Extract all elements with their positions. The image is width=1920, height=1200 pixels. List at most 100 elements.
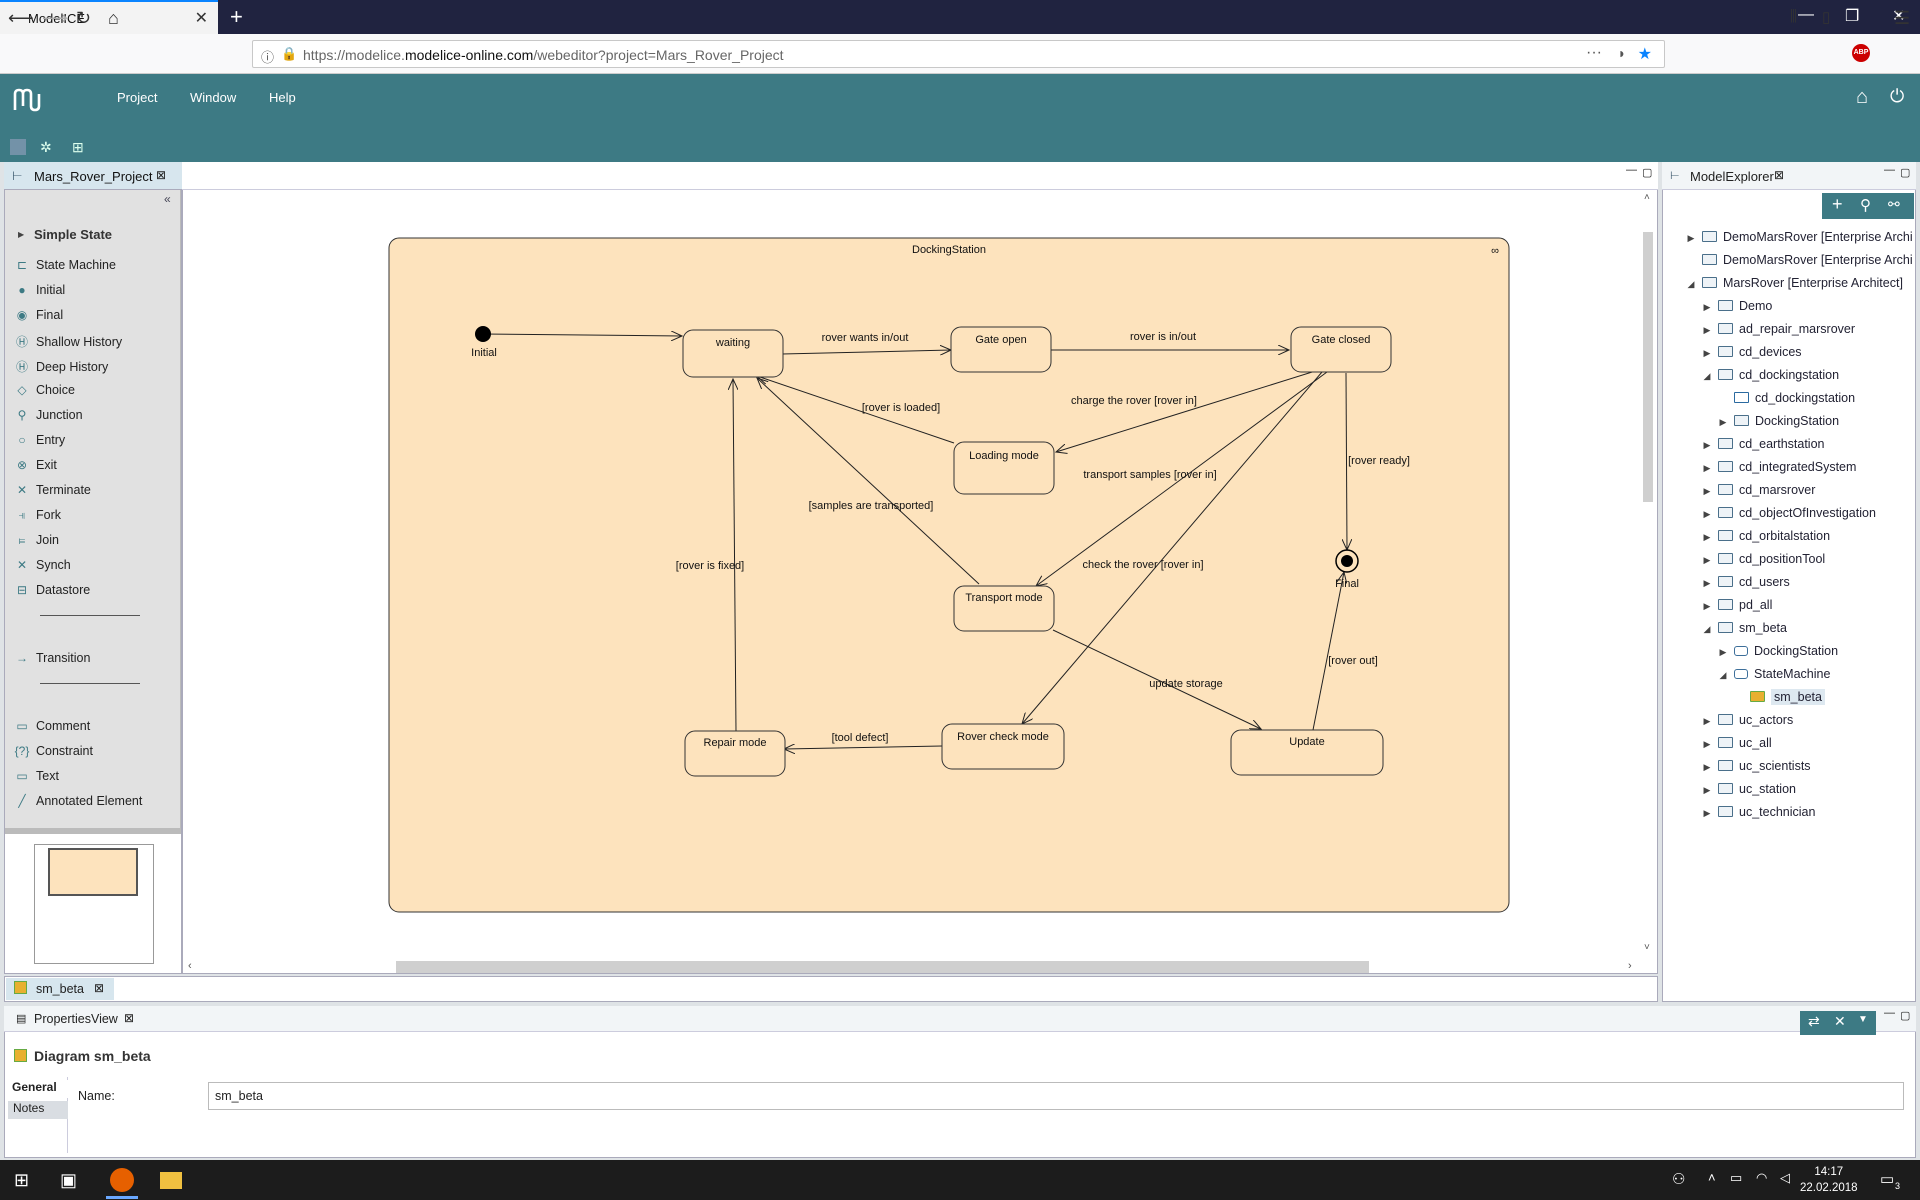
tree-item[interactable]: DemoMarsRover [Enterprise Archi [1684, 253, 1913, 273]
tree-item[interactable]: ◢cd_dockingstation [1700, 368, 1840, 388]
tree-item[interactable]: ▶cd_users [1700, 575, 1790, 595]
tray-expand-icon[interactable]: ˄ [1708, 1170, 1716, 1185]
name-field[interactable] [208, 1082, 1904, 1110]
collapsed-arrow-icon[interactable]: ▶ [1703, 578, 1711, 588]
scroll-right-icon[interactable]: › [1628, 960, 1632, 972]
expanded-arrow-icon[interactable]: ◢ [1703, 371, 1711, 381]
close-window-icon[interactable]: ✕ [1892, 8, 1906, 25]
minimize-view-icon[interactable]: — [1884, 164, 1895, 176]
scroll-left-icon[interactable]: ‹ [188, 960, 192, 972]
people-icon[interactable]: ⚇ [1672, 1171, 1686, 1188]
home-icon[interactable]: ⌂ [1856, 86, 1869, 108]
tree-item[interactable]: ◢MarsRover [Enterprise Architect] [1684, 276, 1903, 296]
forward-icon[interactable]: ⟶ [42, 8, 68, 28]
scroll-up-icon[interactable]: ˄ [1644, 192, 1650, 203]
palette-choice[interactable]: ◇Choice [14, 383, 75, 403]
collapsed-arrow-icon[interactable]: ▶ [1703, 463, 1711, 473]
maximize-view-icon[interactable]: ▢ [1642, 167, 1653, 179]
final-node[interactable] [1335, 549, 1359, 573]
maximize-view-icon[interactable]: ▢ [1900, 167, 1911, 179]
add-icon[interactable]: + [1832, 194, 1843, 214]
state-loading-mode[interactable] [953, 441, 1055, 495]
expanded-arrow-icon[interactable]: ◢ [1719, 670, 1727, 680]
sync-icon[interactable]: ⇄ [1808, 1013, 1820, 1029]
palette-text[interactable]: ▭Text [14, 769, 59, 789]
transition-waiting-gateopen[interactable] [781, 350, 951, 354]
tab-general[interactable]: General [8, 1080, 68, 1098]
menu-window[interactable]: Window [190, 90, 237, 105]
home-icon[interactable]: ⌂ [108, 8, 119, 28]
editor-tab[interactable]: ⊢ Mars_Rover_Project ⊠ [4, 162, 182, 190]
close-tab-icon[interactable]: ⊠ [156, 168, 167, 182]
palette-final[interactable]: ◉Final [14, 308, 63, 328]
tree-item[interactable]: cd_dockingstation [1716, 391, 1855, 411]
tree-item[interactable]: ▶DockingStation [1716, 644, 1839, 664]
notification-center-icon[interactable]: ▭ [1880, 1171, 1895, 1188]
palette-initial[interactable]: ●Initial [14, 283, 65, 303]
adblock-icon[interactable]: ABP [1852, 44, 1870, 62]
palette-annotated-element[interactable]: ╱Annotated Element [14, 794, 142, 814]
new-tab-icon[interactable]: + [230, 4, 243, 29]
vertical-scroll-thumb[interactable] [1643, 232, 1653, 502]
palette-group-header[interactable]: Simple State [34, 227, 113, 242]
tree-item[interactable]: ▶DemoMarsRover [Enterprise Archi [1684, 230, 1913, 250]
horizontal-scroll-thumb[interactable] [396, 961, 1369, 973]
tree-item[interactable]: ▶uc_station [1700, 782, 1796, 802]
state-repair-mode[interactable] [684, 730, 786, 777]
palette-transition[interactable]: →Transition [14, 651, 90, 671]
info-icon[interactable]: ⓘ [261, 50, 275, 65]
minimize-view-icon[interactable]: — [1626, 164, 1637, 176]
close-tab-icon[interactable]: ⊠ [124, 1011, 135, 1025]
collapsed-arrow-icon[interactable]: ▶ [1703, 302, 1711, 312]
page-actions-icon[interactable]: ··· [1586, 44, 1602, 61]
tools-icon[interactable]: ✲ [40, 139, 52, 155]
tree-item[interactable]: ▶Demo [1700, 299, 1773, 319]
transition-gateclosed-loading[interactable] [1056, 367, 1326, 452]
initial-node[interactable] [475, 326, 491, 342]
docking-station-container[interactable] [388, 237, 1510, 913]
container-link-icon[interactable]: ∞ [1491, 245, 1499, 257]
palette-exit[interactable]: ⊗Exit [14, 458, 57, 478]
expand-arrow-icon[interactable]: ▶ [18, 230, 25, 239]
palette-synch[interactable]: ✕Synch [14, 558, 71, 578]
palette-terminate[interactable]: ✕Terminate [14, 483, 91, 503]
palette-comment[interactable]: ▭Comment [14, 719, 90, 739]
tree-item[interactable]: ▶cd_objectOfInvestigation [1700, 506, 1876, 526]
menu-help[interactable]: Help [269, 90, 296, 105]
file-explorer-icon[interactable] [160, 1172, 182, 1189]
palette-constraint[interactable]: {?}Constraint [14, 744, 93, 764]
collapse-palette-icon[interactable]: « [164, 192, 171, 206]
browser-tab[interactable]: ModelICE ✕ [0, 0, 218, 34]
back-icon[interactable]: ⟵ [8, 8, 34, 28]
transition-check-repair[interactable] [784, 746, 943, 749]
palette-splitter[interactable] [5, 828, 181, 834]
collapsed-arrow-icon[interactable]: ▶ [1703, 601, 1711, 611]
state-gate-closed[interactable] [1290, 326, 1392, 373]
dropdown-icon[interactable]: ▼ [1858, 1014, 1868, 1025]
tree-item[interactable]: ▶DockingStation [1716, 414, 1840, 434]
state-transport-mode[interactable] [953, 585, 1055, 632]
collapsed-arrow-icon[interactable]: ▶ [1703, 785, 1711, 795]
hamburger-menu-icon[interactable]: ☰ [1894, 8, 1911, 28]
close-tab-icon[interactable]: ⊠ [94, 981, 105, 995]
tree-item[interactable]: ▶uc_technician [1700, 805, 1816, 825]
power-icon[interactable]: ⏻ [1890, 86, 1905, 106]
transition-transport-update[interactable] [1052, 629, 1261, 729]
close-tab-icon[interactable]: ⊠ [1774, 168, 1785, 182]
collapsed-arrow-icon[interactable]: ▶ [1703, 509, 1711, 519]
collapsed-arrow-icon[interactable]: ▶ [1719, 647, 1727, 657]
tree-item[interactable]: sm_beta [1732, 689, 1825, 710]
overview-viewport[interactable] [48, 848, 138, 896]
tab-notes[interactable]: Notes [8, 1101, 68, 1119]
address-bar[interactable]: ⓘ 🔒 https://modelice.modelice-online.com… [252, 40, 1665, 68]
properties-tab-label[interactable]: PropertiesView [34, 1012, 118, 1026]
minimize-view-icon[interactable]: — [1884, 1007, 1895, 1019]
link-icon[interactable]: ⚯ [1888, 196, 1900, 212]
state-gate-open[interactable] [950, 326, 1052, 373]
tree-item[interactable]: ◢StateMachine [1716, 667, 1831, 687]
wifi-icon[interactable]: ◠ [1756, 1170, 1768, 1185]
system-clock[interactable]: 14:17 22.02.2018 [1800, 1164, 1858, 1196]
tree-item[interactable]: ▶ad_repair_marsrover [1700, 322, 1856, 342]
